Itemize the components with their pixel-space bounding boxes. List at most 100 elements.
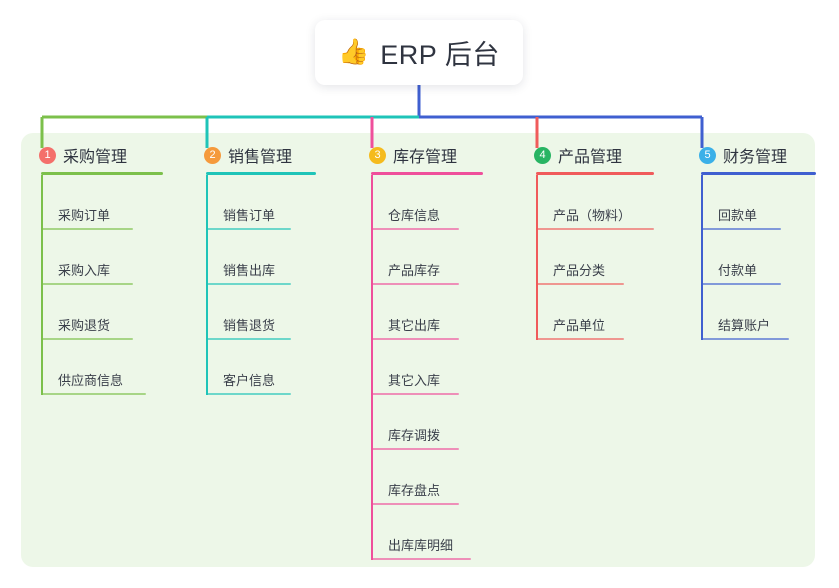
branch-item-rule bbox=[41, 228, 133, 230]
branch-item-label: 客户信息 bbox=[223, 373, 276, 388]
branch-header-4[interactable]: 4 产品管理 bbox=[516, 143, 654, 167]
branch-index-badge: 2 bbox=[204, 146, 221, 164]
branch-item-rule bbox=[536, 338, 624, 340]
branch-title: 采购管理 bbox=[63, 149, 128, 166]
branch-item-label: 结算账户 bbox=[718, 318, 771, 333]
branch-item-label: 产品分类 bbox=[553, 263, 606, 278]
branch-item-label: 库存盘点 bbox=[388, 483, 441, 498]
branch-item[interactable]: 销售出库 bbox=[186, 230, 316, 285]
branch-title: 库存管理 bbox=[393, 149, 458, 166]
branch-index-badge: 3 bbox=[369, 146, 386, 164]
branch-column-3: 3 库存管理仓库信息产品库存其它出库其它入库库存调拨库存盘点出库库明细 bbox=[351, 143, 483, 560]
branch-column-4: 4 产品管理产品（物料） 产品分类产品单位 bbox=[516, 143, 654, 340]
branch-item[interactable]: 产品单位 bbox=[516, 285, 654, 340]
branch-item[interactable]: 库存调拨 bbox=[351, 395, 483, 450]
branch-title: 销售管理 bbox=[228, 149, 293, 166]
branch-item-rule bbox=[41, 338, 133, 340]
root-node-card[interactable]: 👍 ERP 后台 bbox=[315, 20, 523, 85]
branch-item-rule bbox=[206, 338, 291, 340]
branch-trunk-line bbox=[371, 175, 373, 560]
branch-item-rule bbox=[206, 283, 291, 285]
branch-item[interactable]: 销售退货 bbox=[186, 285, 316, 340]
branch-item-rule bbox=[371, 558, 471, 560]
branch-item[interactable]: 付款单 bbox=[681, 230, 816, 285]
branch-item-rule bbox=[371, 448, 459, 450]
branch-item[interactable]: 采购入库 bbox=[21, 230, 163, 285]
branch-item-rule bbox=[701, 338, 789, 340]
branch-item-label: 采购退货 bbox=[58, 318, 111, 333]
branch-item-rule bbox=[371, 503, 459, 505]
branch-item-label: 其它出库 bbox=[388, 318, 441, 333]
branch-column-1: 1 采购管理采购订单采购入库采购退货供应商信息 bbox=[21, 143, 163, 395]
branch-header-rule bbox=[371, 172, 483, 175]
branch-item[interactable]: 其它出库 bbox=[351, 285, 483, 340]
branch-item-rule bbox=[41, 393, 146, 395]
branch-title: 财务管理 bbox=[723, 149, 788, 166]
branch-trunk-line bbox=[206, 175, 208, 395]
branch-item[interactable]: 回款单 bbox=[681, 175, 816, 230]
branch-header-rule bbox=[41, 172, 163, 175]
branch-trunk-line bbox=[536, 175, 538, 340]
branch-item-label: 产品单位 bbox=[553, 318, 606, 333]
branch-item-label: 出库库明细 bbox=[388, 538, 454, 553]
branch-item-label: 付款单 bbox=[718, 263, 758, 278]
branch-column-5: 5 财务管理回款单付款单结算账户 bbox=[681, 143, 816, 340]
branch-item[interactable]: 产品库存 bbox=[351, 230, 483, 285]
branch-index-badge: 4 bbox=[534, 146, 551, 164]
branch-item-label: 仓库信息 bbox=[388, 208, 441, 223]
branch-item[interactable]: 库存盘点 bbox=[351, 450, 483, 505]
branch-item-rule bbox=[371, 393, 459, 395]
branch-trunk-line bbox=[701, 175, 703, 340]
thumbs-up-icon: 👍 bbox=[338, 38, 370, 66]
branch-item[interactable]: 供应商信息 bbox=[21, 340, 163, 395]
branch-index-badge: 5 bbox=[699, 146, 716, 164]
branch-item-label: 库存调拨 bbox=[388, 428, 441, 443]
branch-item[interactable]: 出库库明细 bbox=[351, 505, 483, 560]
branch-item-rule bbox=[371, 338, 459, 340]
branch-column-2: 2 销售管理销售订单销售出库销售退货客户信息 bbox=[186, 143, 316, 395]
branch-item-label: 产品（物料） bbox=[553, 208, 632, 223]
branch-item-label: 产品库存 bbox=[388, 263, 441, 278]
branch-item-list: 采购订单采购入库采购退货供应商信息 bbox=[21, 175, 163, 395]
branch-item-label: 销售订单 bbox=[223, 208, 276, 223]
branch-item[interactable]: 结算账户 bbox=[681, 285, 816, 340]
branch-item-rule bbox=[206, 228, 291, 230]
branch-item-label: 销售退货 bbox=[223, 318, 276, 333]
branch-item-rule bbox=[371, 283, 459, 285]
branch-item-rule bbox=[536, 283, 624, 285]
branch-item-label: 其它入库 bbox=[388, 373, 441, 388]
branch-trunk-line bbox=[41, 175, 43, 395]
branch-item-rule bbox=[371, 228, 459, 230]
branch-item-label: 销售出库 bbox=[223, 263, 276, 278]
branch-item[interactable]: 产品（物料） bbox=[516, 175, 654, 230]
branch-item[interactable]: 其它入库 bbox=[351, 340, 483, 395]
root-node-content: 👍 ERP 后台 bbox=[338, 33, 500, 72]
root-node-title: ERP 后台 bbox=[380, 40, 500, 70]
branch-header-5[interactable]: 5 财务管理 bbox=[681, 143, 816, 167]
branch-title: 产品管理 bbox=[558, 149, 623, 166]
branch-item[interactable]: 产品分类 bbox=[516, 230, 654, 285]
branch-header-3[interactable]: 3 库存管理 bbox=[351, 143, 483, 167]
branch-item[interactable]: 客户信息 bbox=[186, 340, 316, 395]
branch-item-label: 回款单 bbox=[718, 208, 758, 223]
branch-header-1[interactable]: 1 采购管理 bbox=[21, 143, 163, 167]
branch-item[interactable]: 采购订单 bbox=[21, 175, 163, 230]
diagram-background-panel bbox=[21, 133, 815, 567]
branch-header-2[interactable]: 2 销售管理 bbox=[186, 143, 316, 167]
branch-header-rule bbox=[206, 172, 316, 175]
branch-index-badge: 1 bbox=[39, 146, 56, 164]
branch-header-rule bbox=[536, 172, 654, 175]
branch-item-list: 回款单付款单结算账户 bbox=[681, 175, 816, 340]
branch-item-label: 采购入库 bbox=[58, 263, 111, 278]
branch-item-rule bbox=[206, 393, 291, 395]
branch-item-rule bbox=[536, 228, 654, 230]
branch-item[interactable]: 采购退货 bbox=[21, 285, 163, 340]
branch-item-rule bbox=[41, 283, 133, 285]
branch-item[interactable]: 销售订单 bbox=[186, 175, 316, 230]
branch-item[interactable]: 仓库信息 bbox=[351, 175, 483, 230]
branch-item-label: 供应商信息 bbox=[58, 373, 124, 388]
branch-header-rule bbox=[701, 172, 816, 175]
branch-item-label: 采购订单 bbox=[58, 208, 111, 223]
branch-item-list: 仓库信息产品库存其它出库其它入库库存调拨库存盘点出库库明细 bbox=[351, 175, 483, 560]
